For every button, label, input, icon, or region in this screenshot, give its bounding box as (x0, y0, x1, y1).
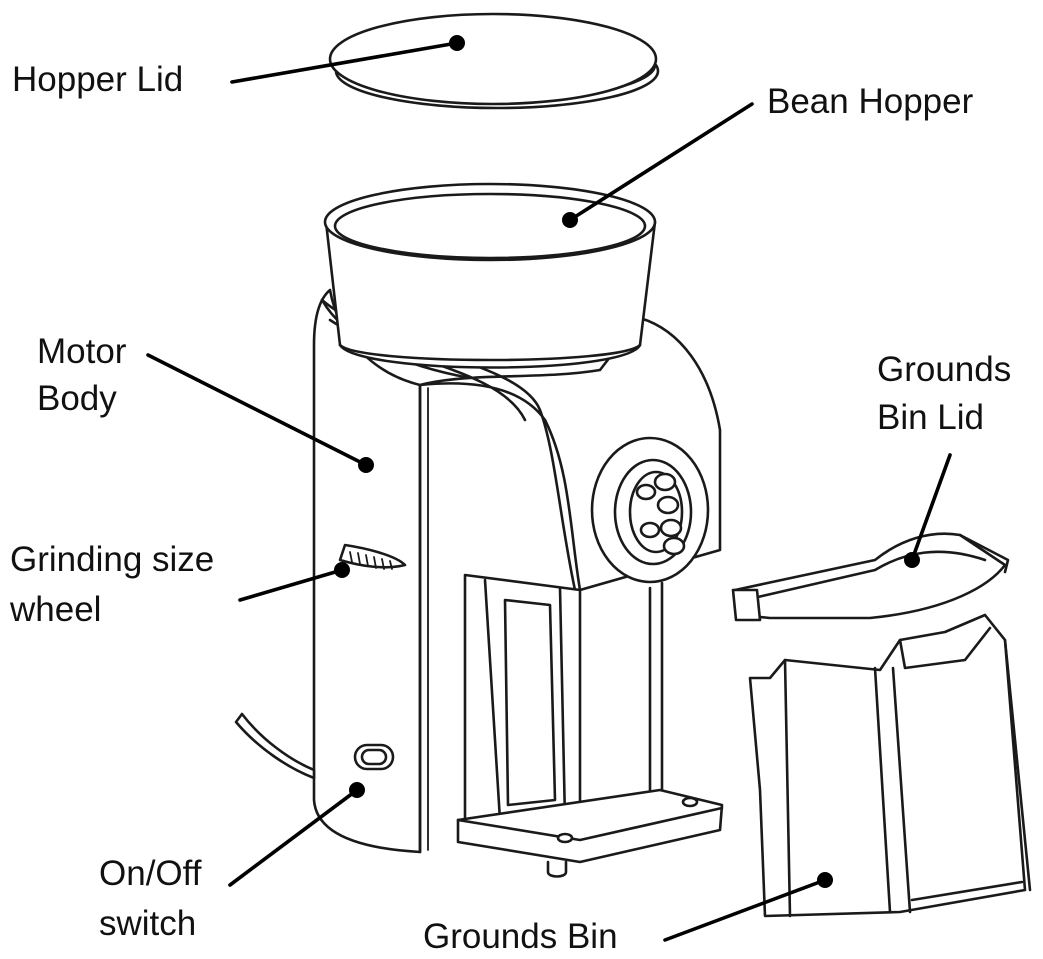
label-motor-body-line2: Body (37, 379, 117, 418)
leader-on-off (228, 788, 359, 887)
leader-dot-hopper-lid (449, 35, 465, 51)
label-on-off-switch-line1: On/Off (99, 854, 202, 893)
label-motor-body-line1: Motor (37, 332, 127, 371)
label-grinding-size-wheel-line1: Grinding size (10, 540, 215, 579)
label-grounds-bin-lid-line1: Grounds (877, 350, 1012, 389)
leader-grounds-bin (663, 878, 827, 942)
label-grounds-bin-lid-line2: Bin Lid (877, 398, 985, 437)
leader-grounds-bin-lid (910, 453, 952, 562)
leader-hopper-lid (230, 41, 459, 84)
leader-dot-grounds-bin-lid (904, 552, 920, 568)
leader-dot-on-off (349, 782, 365, 798)
leader-dot-grounds-bin (817, 872, 833, 888)
hopper-lid-part (328, 12, 660, 110)
motor-body-part (234, 288, 724, 878)
leader-dot-bean-hopper (562, 212, 578, 228)
grounds-bin-lid-part (731, 532, 1010, 622)
label-on-off-switch-line2: switch (99, 904, 197, 943)
label-grounds-bin: Grounds Bin (423, 917, 618, 956)
grounds-bin-part (748, 613, 1032, 918)
label-hopper-lid: Hopper Lid (12, 60, 184, 99)
bean-hopper-part (323, 182, 657, 369)
leader-dot-grinding-wheel (334, 562, 350, 578)
label-bean-hopper: Bean Hopper (767, 82, 974, 121)
leader-dot-motor-body (358, 457, 374, 473)
leader-grinding-wheel (238, 568, 344, 602)
leader-lines (146, 35, 952, 942)
label-grinding-size-wheel-line2: wheel (10, 590, 102, 629)
leader-bean-hopper (568, 102, 754, 222)
leader-motor-body (146, 353, 368, 467)
